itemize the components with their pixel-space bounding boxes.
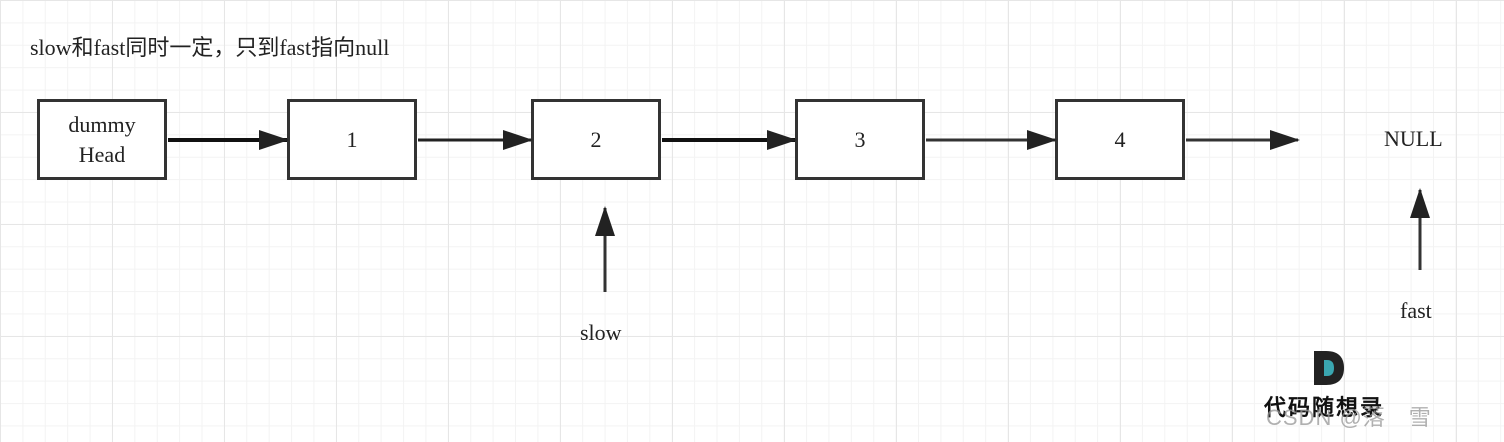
node-2-label: 2 [590,126,602,152]
brand-logo: 代码随想录 [1264,346,1388,426]
slow-pointer-label: slow [580,320,622,345]
node-3: 3 [795,99,925,180]
node-dummy-head: dummy Head [37,99,167,180]
brand-logo-text: 代码随想录 [1264,396,1385,421]
node-1-label: 1 [346,126,358,152]
node-4-label: 4 [1114,126,1126,152]
watermark: CSDN @落 雪 [1266,405,1432,430]
node-2: 2 [531,99,661,180]
node-dummy-head-label: dummy Head [68,111,136,167]
brand-logo-mark-icon [1314,351,1344,385]
node-4: 4 [1055,99,1185,180]
fast-pointer-label: fast [1400,298,1432,323]
null-terminator-label: NULL [1384,126,1443,151]
diagram-caption: slow和fast同时一定，只到fast指向null [30,35,390,60]
node-3-label: 3 [854,126,866,152]
